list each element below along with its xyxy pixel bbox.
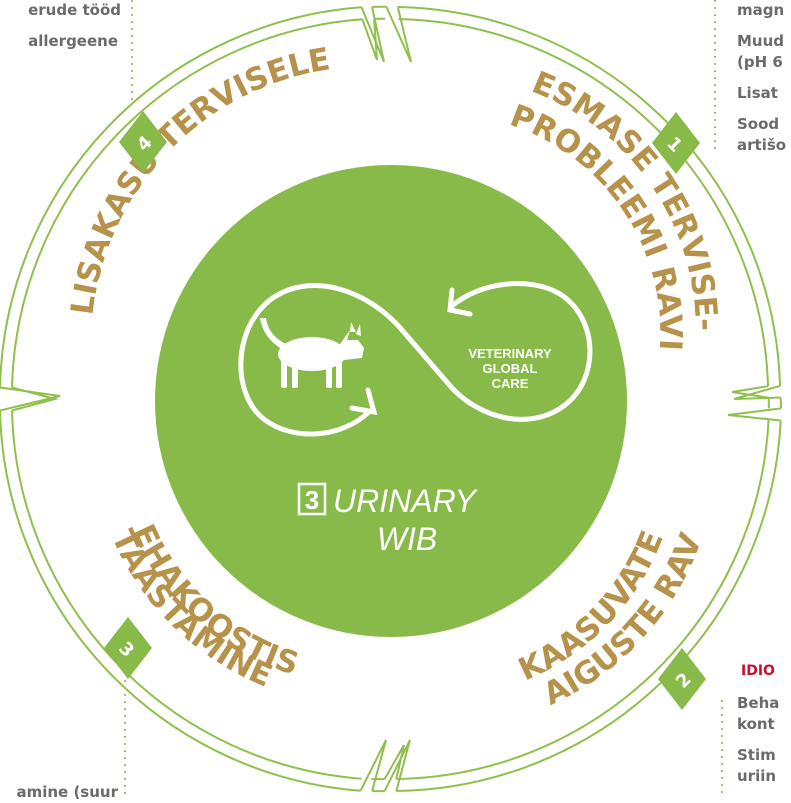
side-line: Lisat	[737, 84, 778, 102]
side-heading-bottom-right: IDIO	[741, 663, 775, 679]
center-circle	[155, 165, 627, 637]
side-line: uriin	[737, 767, 777, 785]
side-line: kont	[737, 715, 775, 733]
divider-left	[0, 386, 61, 412]
product-title-line-1: URINARY	[333, 483, 478, 519]
arrow-head-upper	[447, 287, 473, 317]
product-number-box	[297, 482, 327, 516]
side-text-bottom-right: Beha kont Stim uriin	[737, 693, 779, 787]
side-line: Stim	[737, 746, 776, 764]
side-line: magn	[737, 1, 785, 19]
side-line: erude tööd	[28, 1, 121, 19]
side-line: amine (suur	[16, 783, 118, 801]
product-number: 3	[305, 485, 319, 515]
side-line: Sood	[737, 115, 780, 133]
side-text-top-right: magn Muud (pH 6 Lisat Sood artišo	[737, 0, 786, 156]
cat-icon	[260, 318, 364, 388]
logo-line-1: VETERINARY	[468, 346, 552, 361]
side-line: Muud	[737, 32, 785, 50]
badge-4: 4	[119, 111, 167, 173]
product-title-line-2: WIB	[377, 521, 437, 557]
ring-inner-edge	[11, 17, 770, 781]
side-line: artišo	[737, 136, 787, 154]
divider-bottom	[359, 739, 411, 792]
infinity-loop	[238, 281, 593, 437]
logo-line-3: CARE	[492, 376, 529, 391]
divider-right	[727, 384, 782, 422]
side-text-bottom-left: amine (suur	[16, 782, 118, 803]
logo-line-2: GLOBAL	[483, 361, 538, 376]
divider-top	[360, 6, 412, 63]
side-line: (pH 6	[737, 53, 783, 71]
badge-1: 1	[652, 112, 700, 174]
infinity-left-loop	[238, 281, 593, 437]
side-text-top-left: erude tööd allergeene	[28, 0, 121, 52]
side-line: allergeene	[28, 32, 119, 50]
badge-2: 2	[658, 648, 706, 710]
arrow-head-lower	[349, 387, 378, 416]
badge-3: 3	[104, 617, 152, 679]
dotted-connectors	[124, 0, 723, 798]
side-line: Beha	[737, 694, 780, 712]
outer-ring	[0, 5, 782, 793]
